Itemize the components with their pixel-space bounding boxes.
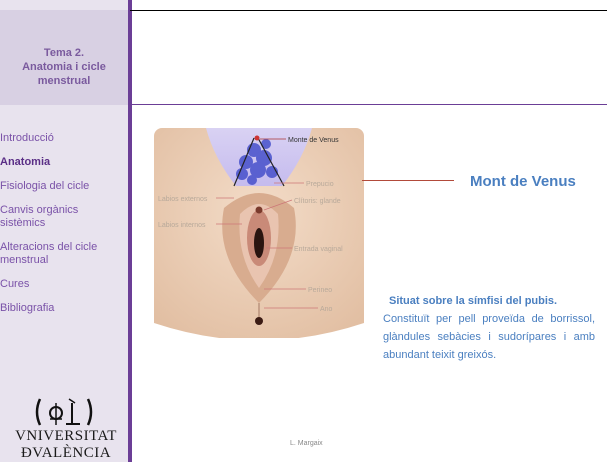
label-labios-internos: Labios internos [158, 222, 206, 229]
header-divider [130, 104, 607, 105]
university-logo-icon [32, 395, 96, 429]
nav-item-alteracions[interactable]: Alteracions del cicle menstrual [0, 241, 126, 267]
description: Situat sobre la símfisi del pubis. Const… [383, 292, 595, 364]
nav-item-cures[interactable]: Cures [0, 278, 126, 291]
footer-author: L. Margaix [290, 440, 323, 447]
nav-item-canvis[interactable]: Canvis orgànics sistèmics [0, 204, 126, 230]
label-perineo: Perineo [308, 287, 332, 294]
anatomy-illustration: Monte de Venus Prepucio Clítoris: glande… [154, 128, 364, 338]
nav-item-anatomia[interactable]: Anatomia [0, 156, 126, 169]
topic-box: Tema 2. Anatomia i cicle menstrual [0, 10, 128, 105]
label-monte: Monte de Venus [288, 137, 339, 144]
slide-title: Mont de Venus [470, 173, 576, 190]
description-body: Constituït per pell proveïda de borrisso… [383, 313, 595, 361]
nav-item-bibliografia[interactable]: Bibliografia [0, 302, 126, 315]
top-rule [130, 10, 607, 11]
label-prepucio: Prepucio [306, 181, 334, 188]
sidebar-divider [128, 0, 132, 462]
title-pointer-line [362, 180, 454, 181]
nav-item-introduccio[interactable]: Introducció [0, 132, 126, 145]
label-entrada: Entrada vaginal [294, 246, 343, 253]
sidebar-nav: Introducció Anatomia Fisiologia del cicl… [0, 132, 126, 326]
nav-item-fisiologia[interactable]: Fisiologia del cicle [0, 180, 126, 193]
label-clitoris: Clítoris: glande [294, 198, 341, 205]
label-ano: Ano [320, 306, 333, 313]
label-labios-externos: Labios externos [158, 196, 208, 203]
logo-line-1: VNIVERSITAT [0, 428, 132, 445]
university-logo-text: VNIVERSITAT ÐVALÈNCIA [0, 428, 132, 462]
description-lead: Situat sobre la símfisi del pubis. [389, 292, 595, 310]
topic-title: Tema 2. Anatomia i cicle menstrual [6, 46, 122, 88]
logo-line-2: ÐVALÈNCIA [0, 445, 132, 462]
